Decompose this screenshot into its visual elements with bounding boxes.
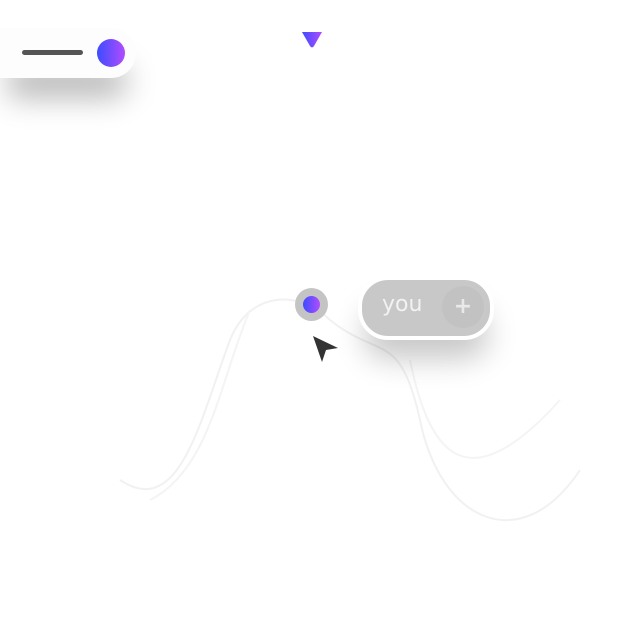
- pill-label: you: [382, 292, 423, 317]
- you-pill[interactable]: you +: [358, 276, 494, 340]
- toggle-track: [22, 50, 83, 55]
- user-node-dot: [303, 296, 320, 313]
- toggle-knob[interactable]: [97, 39, 125, 67]
- toggle-card[interactable]: [0, 28, 136, 78]
- user-node[interactable]: [295, 288, 328, 321]
- add-icon[interactable]: +: [442, 286, 484, 328]
- cursor-arrow-icon: [310, 334, 340, 368]
